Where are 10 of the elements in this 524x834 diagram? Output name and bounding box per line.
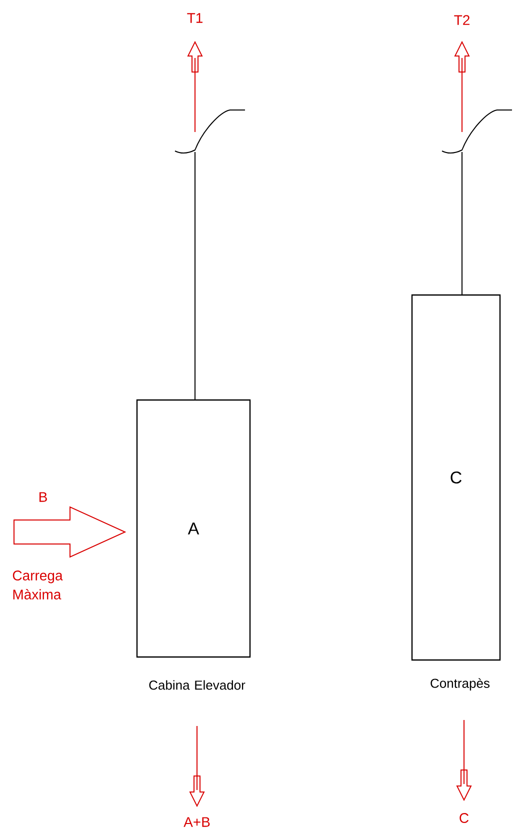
force-label: T2 (454, 15, 470, 25)
force-label: A+B (184, 817, 210, 827)
box-caption: Contrapès (430, 678, 490, 690)
force-label: B (39, 492, 47, 502)
box-caption: Cabina Elevador (149, 680, 246, 690)
load-note: Carrega Màxima (12, 570, 63, 600)
force-label: C (460, 813, 469, 823)
box: A (136, 399, 251, 658)
box: C (411, 294, 501, 661)
force-label: T1 (187, 13, 202, 23)
